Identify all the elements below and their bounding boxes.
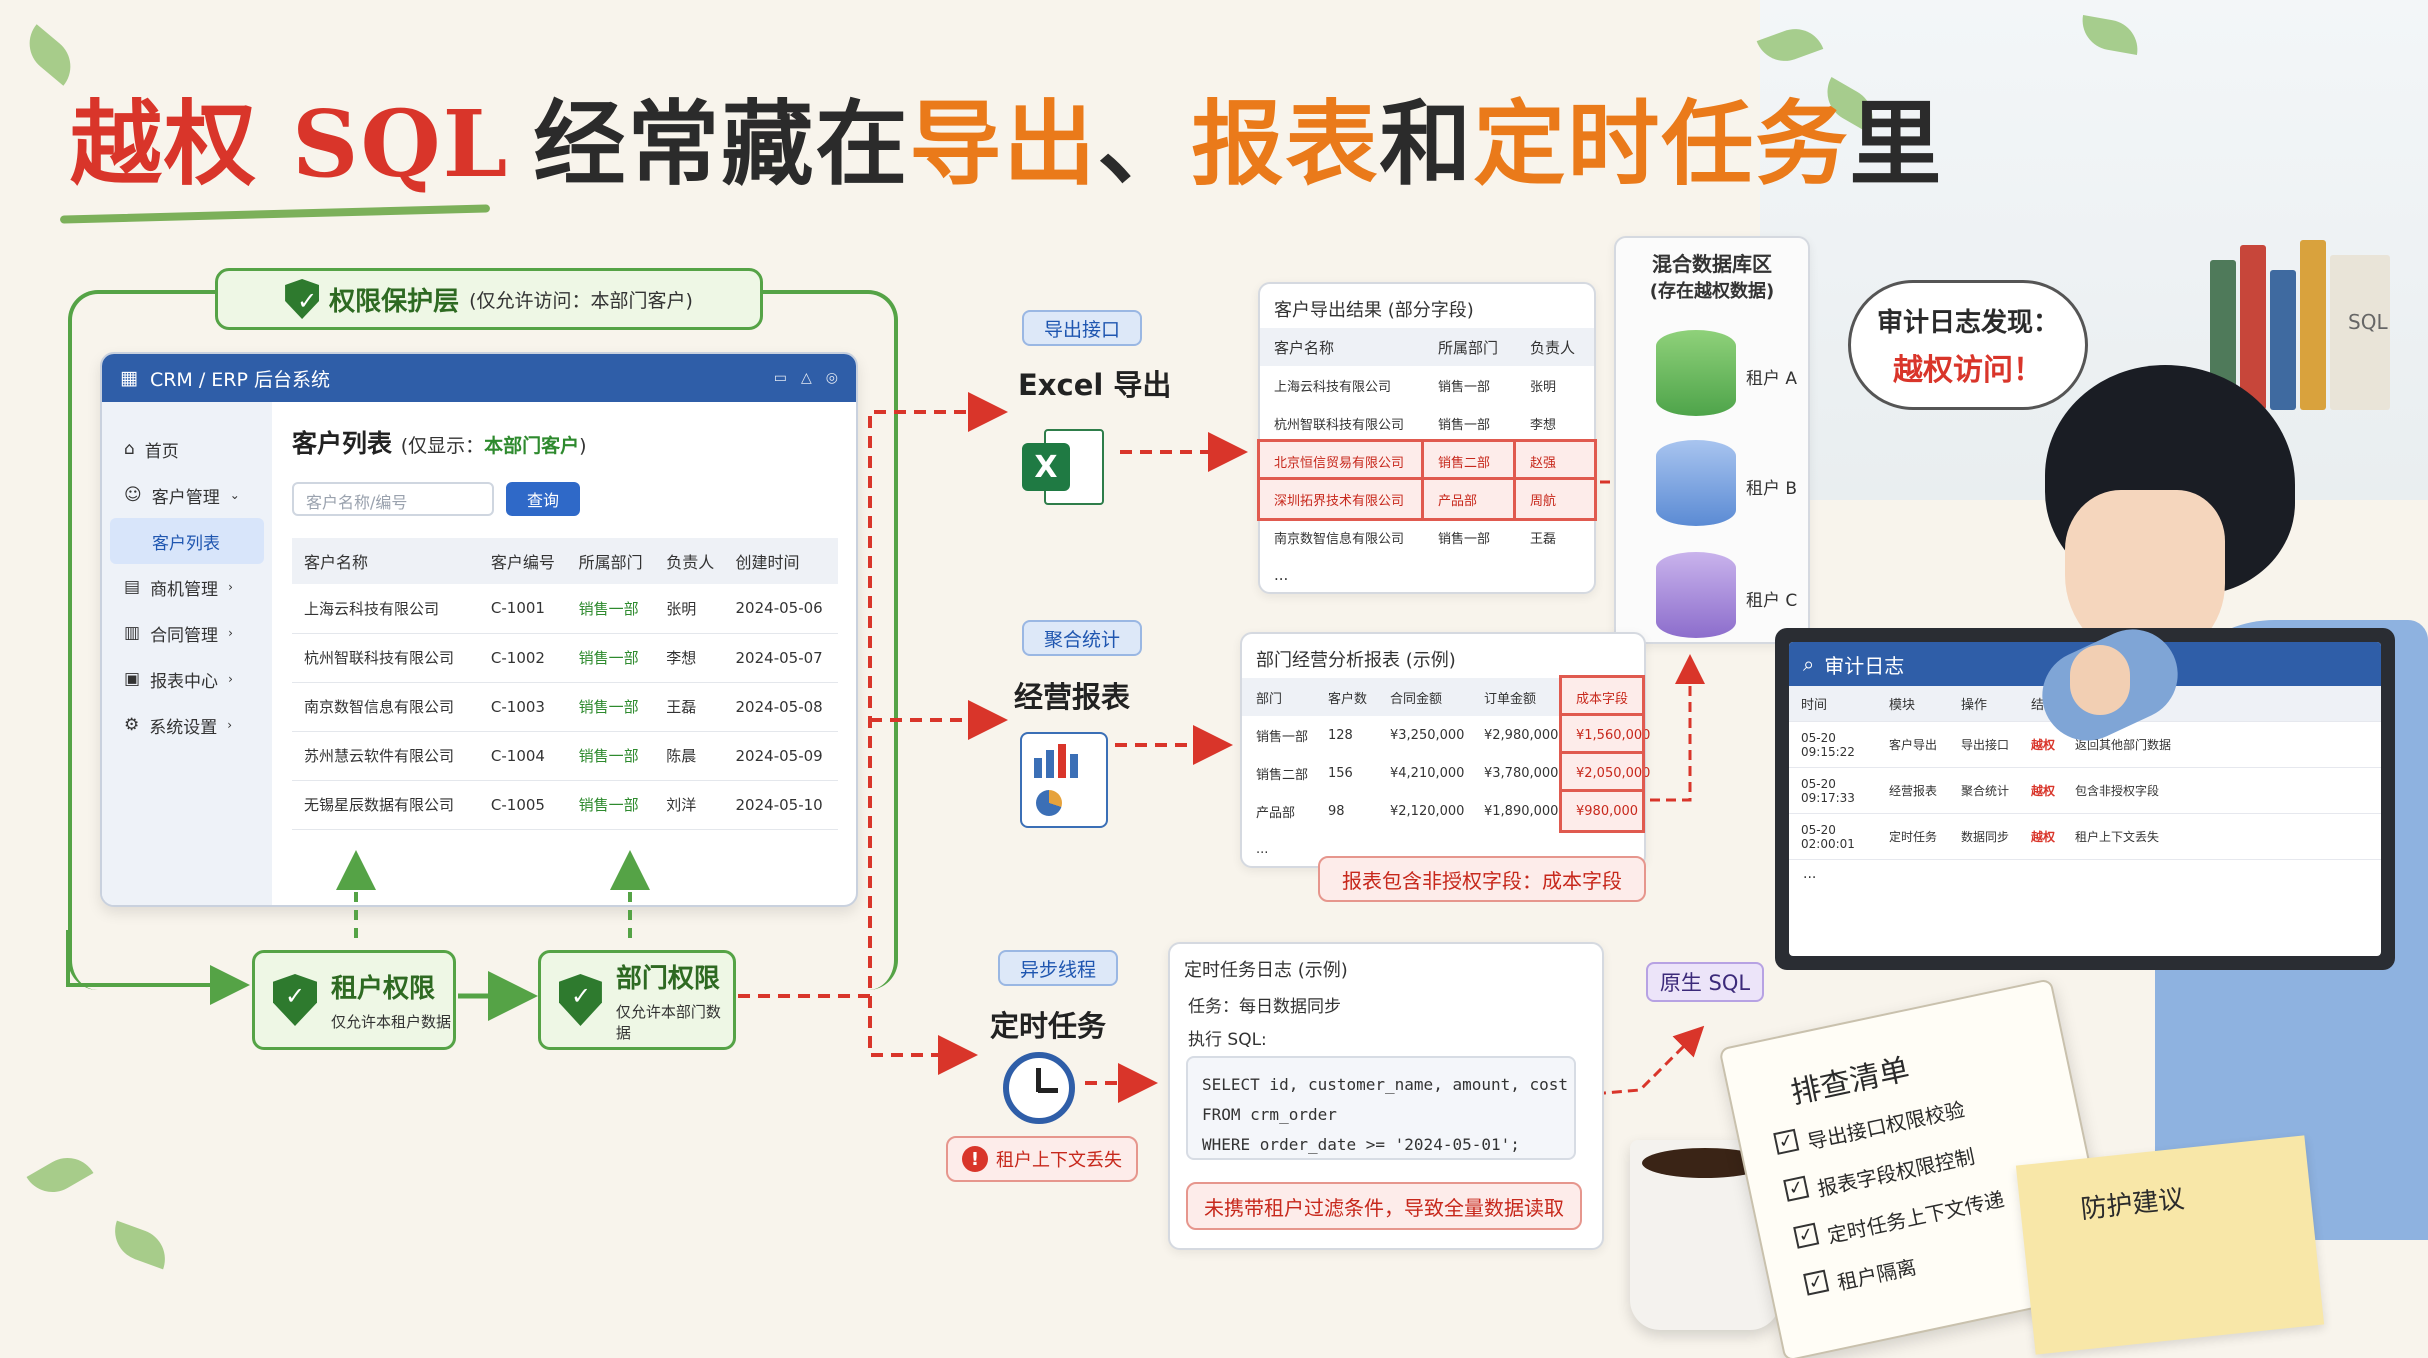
chevron-right-icon: › xyxy=(228,580,233,594)
crm-main: 客户列表 (仅显示：本部门客户) 客户名称/编号 查询 客户名称客户编号所属部门… xyxy=(292,424,838,830)
search-input[interactable]: 客户名称/编号 xyxy=(292,482,494,516)
mixed-db-zone: 混合数据库区 (存在越权数据) xyxy=(1614,236,1810,644)
sticky-note: 防护建议 xyxy=(2015,1135,2325,1355)
tenant-b-label: 租户 B xyxy=(1746,479,1798,499)
export-api-pill: 导出接口 xyxy=(1022,310,1142,346)
shelf-sql-label: SQL xyxy=(2348,310,2388,334)
report-table: 部门经营分析报表 (示例) 部门 客户数 合同金额 订单金额 成本字段 销售一部… xyxy=(1240,632,1650,868)
chart-icon: ▣ xyxy=(124,669,141,689)
sidebar-item-reports[interactable]: ▣报表中心› xyxy=(124,669,233,692)
chevron-down-icon: ⌄ xyxy=(229,488,240,502)
sidebar-item-customer-list[interactable]: 客户列表 xyxy=(110,518,264,564)
chevron-right-icon: › xyxy=(228,672,233,686)
crm-sidebar: ⌂首页 ☺客户管理⌄ 客户列表 ▤商机管理› ▥合同管理› ▣报表中心› ⚙系统… xyxy=(102,402,272,905)
checkbox-icon: ✓ xyxy=(1773,1128,1800,1155)
aggregation-pill: 聚合统计 xyxy=(1022,620,1142,656)
gear-icon: ⚙ xyxy=(124,715,140,735)
checkbox-icon: ✓ xyxy=(1793,1222,1820,1249)
alert-icon: ! xyxy=(962,1146,988,1172)
sidebar-item-settings[interactable]: ⚙系统设置› xyxy=(124,715,233,738)
context-lost-warning: ! 租户上下文丢失 xyxy=(946,1136,1138,1182)
maximize-icon[interactable]: △ xyxy=(801,370,812,386)
clock-icon xyxy=(1003,1052,1075,1124)
export-result-table: 客户导出结果 (部分字段) 客户名称 所属部门 负责人 上海云科技有限公司销售一… xyxy=(1257,282,1597,594)
chevron-right-icon: › xyxy=(228,626,233,640)
sql-code-block: SELECT id, customer_name, amount, cost F… xyxy=(1186,1056,1576,1160)
crm-window-title: CRM / ERP 后台系统 xyxy=(149,368,330,391)
thought-bubble: 审计日志发现： 越权访问！ xyxy=(1848,280,2088,410)
tenant-a-label: 租户 A xyxy=(1746,369,1798,389)
crm-window: ▦ CRM / ERP 后台系统 ▭ △ ◎ ⌂首页 ☺客户管理⌄ 客户列表 ▤商机… xyxy=(100,352,858,907)
close-icon[interactable]: ◎ xyxy=(825,370,838,386)
grid-icon: ▦ xyxy=(120,367,138,389)
no-tenant-filter-note: 未携带租户过滤条件，导致全量数据读取 xyxy=(1186,1182,1582,1230)
protection-layer-label: 权限保护层 (仅允许访问：本部门客户) xyxy=(215,268,763,330)
crm-titlebar: ▦ CRM / ERP 后台系统 ▭ △ ◎ xyxy=(102,354,856,402)
minimize-icon[interactable]: ▭ xyxy=(773,370,787,386)
excel-icon: X xyxy=(1022,425,1108,511)
user-icon: ☺ xyxy=(124,485,142,505)
report-doc-icon xyxy=(1020,732,1108,828)
clipboard-icon: ▤ xyxy=(124,577,141,597)
tenant-c-label: 租户 C xyxy=(1746,591,1798,611)
excel-export-title: Excel 导出 xyxy=(1018,368,1172,402)
unauthorized-field-note: 报表包含非授权字段：成本字段 xyxy=(1318,856,1646,902)
crm-page-title: 客户列表 (仅显示：本部门客户) xyxy=(292,429,587,458)
scheduled-task-title: 定时任务 xyxy=(990,1009,1107,1043)
async-thread-pill: 异步线程 xyxy=(998,950,1118,986)
chevron-right-icon: › xyxy=(227,718,233,732)
database-icon-tenant-a xyxy=(1656,330,1736,416)
table-header-row: 客户名称客户编号所属部门负责人创建时间 xyxy=(292,538,838,584)
checkbox-icon: ✓ xyxy=(1803,1269,1830,1296)
sidebar-item-contracts[interactable]: ▥合同管理› xyxy=(124,623,233,646)
sidebar-item-home[interactable]: ⌂首页 xyxy=(124,439,179,462)
person-hand xyxy=(2070,645,2130,715)
audit-log-screen: ⌕审计日志 时间模块操作结果 05-20 09:15:22客户导出导出接口越权返… xyxy=(1789,642,2381,956)
database-icon-tenant-b xyxy=(1656,440,1736,526)
search-icon: ⌕ xyxy=(1803,652,1815,676)
database-icon-tenant-c xyxy=(1656,552,1736,638)
sidebar-item-customers[interactable]: ☺客户管理⌄ xyxy=(124,485,240,508)
checkbox-icon: ✓ xyxy=(1783,1175,1810,1202)
business-report-title: 经营报表 xyxy=(1014,680,1131,714)
bookshelf: SQL xyxy=(2200,230,2428,410)
query-button[interactable]: 查询 xyxy=(506,482,580,516)
document-icon: ▥ xyxy=(124,623,141,643)
sidebar-item-opportunities[interactable]: ▤商机管理› xyxy=(124,577,233,600)
raw-sql-pill: 原生 SQL xyxy=(1646,962,1764,1002)
home-icon: ⌂ xyxy=(124,439,135,459)
